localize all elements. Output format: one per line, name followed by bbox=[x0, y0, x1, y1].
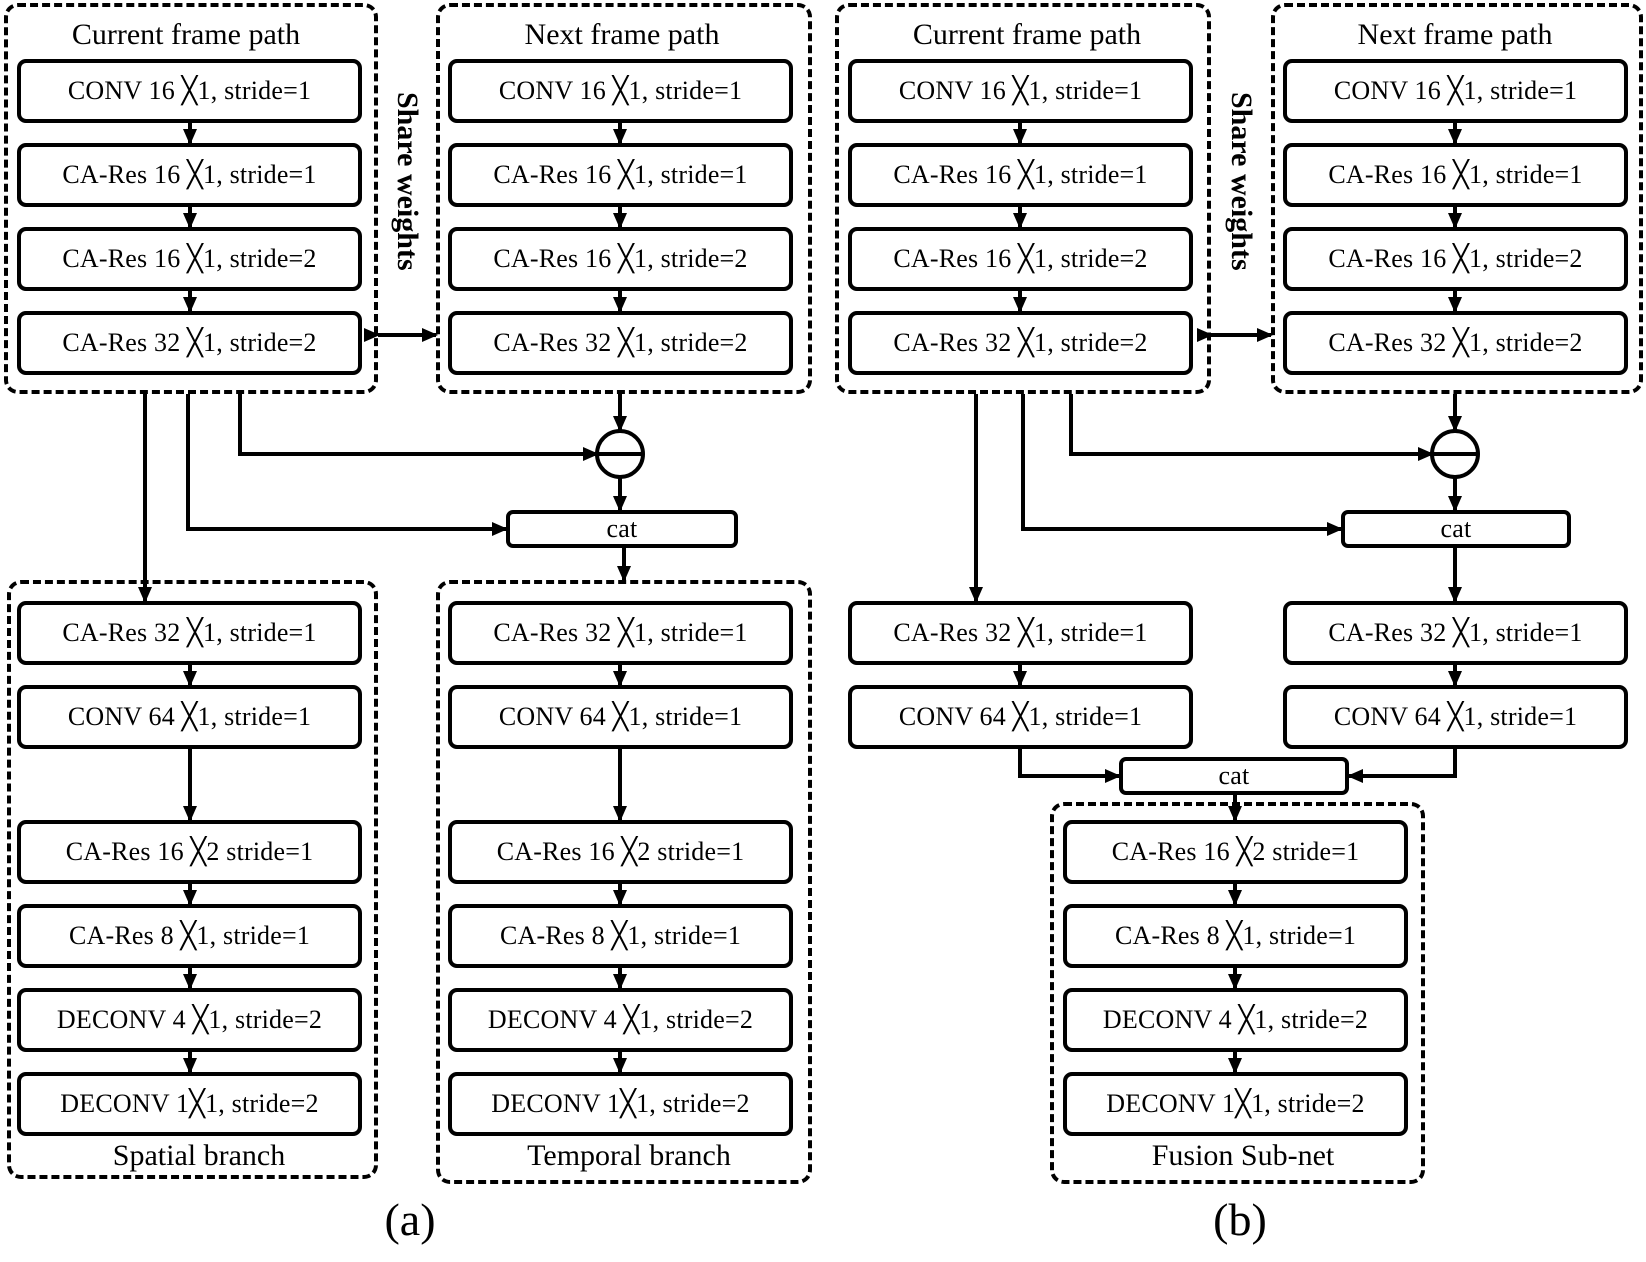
a-cur-to-subtract bbox=[238, 394, 599, 461]
a-cur-to-cat bbox=[186, 394, 508, 536]
b-next-block-4: CA-Res 32 ╳1, stride=2 bbox=[1283, 311, 1628, 375]
a-spatial-block-3: CA-Res 16 ╳2 stride=1 bbox=[17, 820, 362, 884]
b-share-weights-label: Share weights bbox=[1225, 92, 1258, 271]
b-fusion-block-4: DECONV 1╳1, stride=2 bbox=[1063, 1072, 1408, 1136]
b-cur-block-4: CA-Res 32 ╳1, stride=2 bbox=[848, 311, 1193, 375]
b-cat-top-block: cat bbox=[1341, 510, 1571, 548]
b-current-frame-path-title: Current frame path bbox=[912, 18, 1142, 51]
b-current-frame-path bbox=[835, 3, 1211, 394]
b-next-block-1: CONV 16 ╳1, stride=1 bbox=[1283, 59, 1628, 123]
b-fusion-block-1: CA-Res 16 ╳2 stride=1 bbox=[1063, 820, 1408, 884]
b-left-to-cat bbox=[1018, 749, 1121, 783]
b-fusion-subnet-title: Fusion Sub-net bbox=[1151, 1139, 1335, 1172]
a-temporal-block-2: CONV 64 ╳1, stride=1 bbox=[448, 685, 793, 749]
a-next-block-4: CA-Res 32 ╳1, stride=2 bbox=[448, 311, 793, 375]
a-cur-block-2: CA-Res 16 ╳1, stride=1 bbox=[17, 143, 362, 207]
b-right-block-2: CONV 64 ╳1, stride=1 bbox=[1283, 685, 1628, 749]
a-next-block-2: CA-Res 16 ╳1, stride=1 bbox=[448, 143, 793, 207]
b-cat-bottom-block: cat bbox=[1119, 757, 1349, 795]
a-cur-block-4: CA-Res 32 ╳1, stride=2 bbox=[17, 311, 362, 375]
b-right-to-cat bbox=[1347, 749, 1457, 783]
a-spatial-branch bbox=[7, 580, 378, 1179]
b-subtract-op bbox=[1430, 429, 1480, 479]
b-fusion-block-3: DECONV 4 ╳1, stride=2 bbox=[1063, 988, 1408, 1052]
a-share-weights-label: Share weights bbox=[391, 92, 424, 271]
a-subtract-op bbox=[595, 429, 645, 479]
a-cur-block-1: CONV 16 ╳1, stride=1 bbox=[17, 59, 362, 123]
b-cur-to-cat bbox=[1021, 394, 1343, 536]
a-temporal-block-6: DECONV 1╳1, stride=2 bbox=[448, 1072, 793, 1136]
b-left-block-2: CONV 64 ╳1, stride=1 bbox=[848, 685, 1193, 749]
a-cat-block: cat bbox=[506, 510, 738, 548]
a-next-frame-path bbox=[436, 3, 812, 394]
a-next-block-1: CONV 16 ╳1, stride=1 bbox=[448, 59, 793, 123]
a-current-frame-path-title: Current frame path bbox=[71, 18, 301, 51]
a-temporal-branch-title: Temporal branch bbox=[527, 1139, 731, 1172]
b-cur-block-3: CA-Res 16 ╳1, stride=2 bbox=[848, 227, 1193, 291]
a-spatial-block-1: CA-Res 32 ╳1, stride=1 bbox=[17, 601, 362, 665]
a-temporal-block-1: CA-Res 32 ╳1, stride=1 bbox=[448, 601, 793, 665]
a-temporal-block-4: CA-Res 8 ╳1, stride=1 bbox=[448, 904, 793, 968]
panel-b-label: (b) bbox=[1213, 1194, 1267, 1245]
b-next-frame-path-title: Next frame path bbox=[1357, 18, 1553, 51]
a-cur-block-3: CA-Res 16 ╳1, stride=2 bbox=[17, 227, 362, 291]
a-next-block-3: CA-Res 16 ╳1, stride=2 bbox=[448, 227, 793, 291]
b-right-block-1: CA-Res 32 ╳1, stride=1 bbox=[1283, 601, 1628, 665]
a-spatial-block-2: CONV 64 ╳1, stride=1 bbox=[17, 685, 362, 749]
a-temporal-branch bbox=[436, 580, 812, 1184]
a-temporal-block-5: DECONV 4 ╳1, stride=2 bbox=[448, 988, 793, 1052]
b-fusion-subnet bbox=[1050, 802, 1425, 1184]
b-next-frame-path bbox=[1271, 3, 1643, 394]
b-left-block-1: CA-Res 32 ╳1, stride=1 bbox=[848, 601, 1193, 665]
b-cur-block-1: CONV 16 ╳1, stride=1 bbox=[848, 59, 1193, 123]
a-spatial-block-4: CA-Res 8 ╳1, stride=1 bbox=[17, 904, 362, 968]
b-next-block-2: CA-Res 16 ╳1, stride=1 bbox=[1283, 143, 1628, 207]
b-cur-to-subtract bbox=[1069, 394, 1434, 461]
b-next-block-3: CA-Res 16 ╳1, stride=2 bbox=[1283, 227, 1628, 291]
a-spatial-block-6: DECONV 1╳1, stride=2 bbox=[17, 1072, 362, 1136]
a-spatial-block-5: DECONV 4 ╳1, stride=2 bbox=[17, 988, 362, 1052]
panel-a-label: (a) bbox=[384, 1194, 436, 1245]
a-spatial-branch-title: Spatial branch bbox=[112, 1139, 286, 1172]
a-current-frame-path bbox=[4, 3, 378, 394]
a-next-frame-path-title: Next frame path bbox=[524, 18, 720, 51]
b-fusion-block-2: CA-Res 8 ╳1, stride=1 bbox=[1063, 904, 1408, 968]
a-temporal-block-3: CA-Res 16 ╳2 stride=1 bbox=[448, 820, 793, 884]
b-cur-block-2: CA-Res 16 ╳1, stride=1 bbox=[848, 143, 1193, 207]
